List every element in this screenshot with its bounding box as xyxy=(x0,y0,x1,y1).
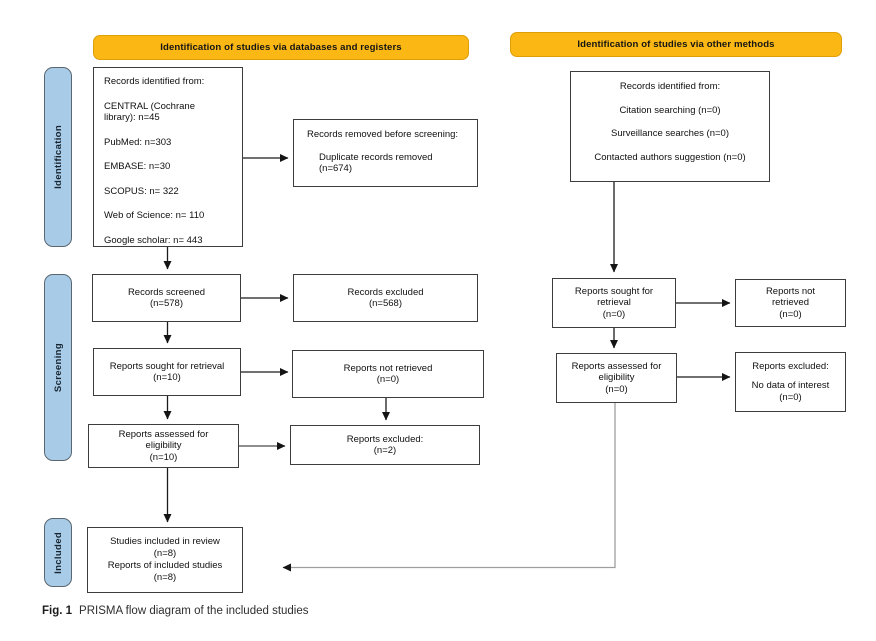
box-records-excluded: Records excluded (n=568) xyxy=(293,274,478,322)
box-reports-not-retrieved-other: Reports not retrieved (n=0) xyxy=(735,279,846,327)
box-reports-excluded-databases: Reports excluded: (n=2) xyxy=(290,425,480,465)
box-line: (n=2) xyxy=(373,445,397,456)
box-line: Records identified from: xyxy=(619,81,721,92)
header-databases-registers: Identification of studies via databases … xyxy=(93,35,469,60)
box-line: PubMed: n=303 xyxy=(104,136,172,148)
box-line: (n=0) xyxy=(779,391,802,403)
box-line: Reports excluded: xyxy=(752,360,829,372)
box-reports-sought-other: Reports sought for retrieval (n=0) xyxy=(552,278,676,328)
box-line: (n=10) xyxy=(153,372,181,383)
box-line: Google scholar: n= 443 xyxy=(104,234,203,246)
box-line: Reports assessed for xyxy=(118,428,209,440)
box-reports-not-retrieved-databases: Reports not retrieved (n=0) xyxy=(292,350,484,398)
box-line: Contacted authors suggestion (n=0) xyxy=(594,151,746,163)
box-reports-assessed-databases: Reports assessed for eligibility (n=10) xyxy=(88,424,239,468)
box-line: No data of interest xyxy=(751,380,830,392)
box-line: Records excluded xyxy=(347,286,424,298)
box-line: (n=0) xyxy=(602,308,626,320)
box-line: Reports sought for retrieval xyxy=(109,360,225,372)
box-line: Reports not xyxy=(765,285,816,297)
box-line: Studies included in review xyxy=(110,536,220,547)
box-line: (n=10) xyxy=(149,451,178,463)
box-studies-included: Studies included in review (n=8) Reports… xyxy=(87,527,243,593)
phase-label-screening-text: Screening xyxy=(52,342,64,393)
box-line: (n=674) xyxy=(319,163,353,174)
box-line: CENTRAL (Cochrane xyxy=(104,100,195,112)
box-line: eligibility xyxy=(598,372,635,384)
box-line: Reports excluded: xyxy=(346,433,424,445)
phase-label-identification: Identification xyxy=(44,67,72,247)
box-line: (n=0) xyxy=(376,374,400,385)
box-line: Reports not retrieved xyxy=(343,362,433,374)
header-other-methods: Identification of studies via other meth… xyxy=(510,32,842,57)
box-line: Reports assessed for xyxy=(571,360,662,372)
phase-label-identification-text: Identification xyxy=(52,125,64,189)
box-reports-sought-databases: Reports sought for retrieval (n=10) xyxy=(93,348,241,396)
box-line: SCOPUS: n= 322 xyxy=(104,185,179,197)
box-line: Surveillance searches (n=0) xyxy=(610,128,730,139)
box-line: Web of Science: n= 110 xyxy=(104,210,205,221)
figure-caption-text: PRISMA flow diagram of the included stud… xyxy=(79,605,309,617)
box-records-removed-before-screening: Records removed before screening: Duplic… xyxy=(293,119,478,187)
header-other-methods-label: Identification of studies via other meth… xyxy=(577,39,775,50)
header-databases-label: Identification of studies via databases … xyxy=(160,42,402,53)
box-line: (n=8) xyxy=(153,548,177,559)
box-line: retrieved xyxy=(772,297,809,309)
box-line: library): n=45 xyxy=(104,112,160,123)
box-reports-assessed-other: Reports assessed for eligibility (n=0) xyxy=(556,353,677,403)
figure-caption-label: Fig. 1 xyxy=(42,605,73,617)
box-line: Reports of included studies xyxy=(107,560,223,571)
box-line: (n=8) xyxy=(153,572,177,583)
box-line: (n=578) xyxy=(149,298,183,309)
box-line: (n=568) xyxy=(368,298,402,309)
phase-label-included: Included xyxy=(44,518,72,587)
box-records-screened: Records screened (n=578) xyxy=(92,274,241,322)
phase-label-screening: Screening xyxy=(44,274,72,461)
box-line: Records screened xyxy=(127,286,206,298)
box-line: (n=0) xyxy=(779,308,802,320)
box-line: Records identified from: xyxy=(104,76,205,87)
phase-label-included-text: Included xyxy=(52,531,64,574)
box-line: eligibility xyxy=(145,440,182,452)
box-records-identified-other: Records identified from: Citation search… xyxy=(570,71,770,182)
box-line: retrieval xyxy=(597,297,631,309)
box-reports-excluded-other: Reports excluded: No data of interest (n… xyxy=(735,352,846,412)
box-line: Citation searching (n=0) xyxy=(619,104,721,116)
box-records-identified-databases: Records identified from: CENTRAL (Cochra… xyxy=(93,67,243,247)
figure-caption: Fig. 1 PRISMA flow diagram of the include… xyxy=(42,605,309,617)
box-line: Records removed before screening: xyxy=(307,129,459,140)
box-line: Reports sought for xyxy=(574,285,654,297)
box-line: Duplicate records removed xyxy=(319,151,433,163)
box-line: (n=0) xyxy=(605,383,628,395)
box-line: EMBASE: n=30 xyxy=(104,161,171,172)
